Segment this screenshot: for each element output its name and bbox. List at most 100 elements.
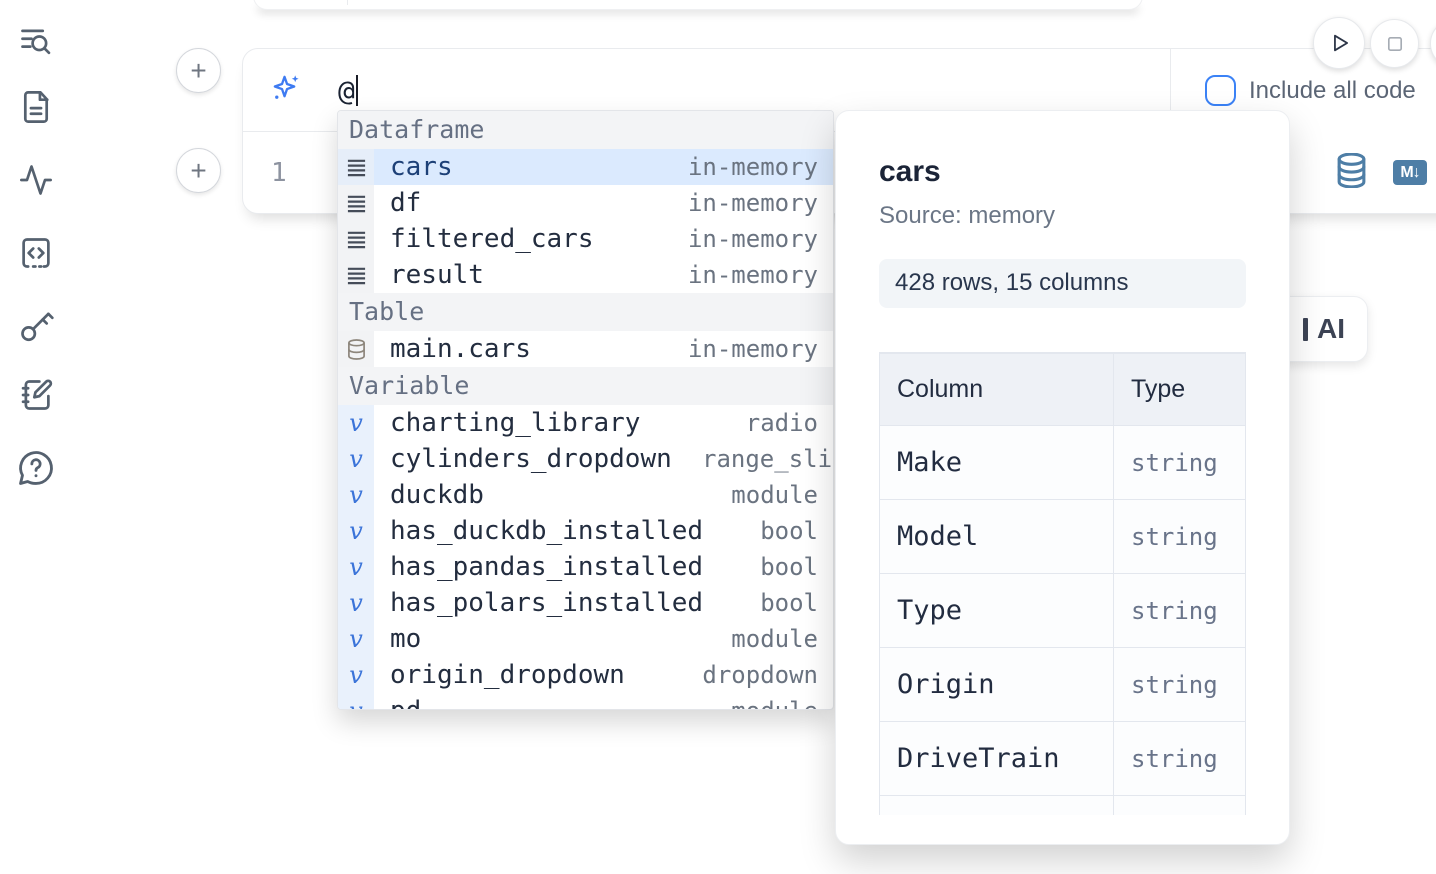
prompt-text: @ [338, 73, 355, 107]
variable-icon: v [338, 405, 374, 441]
run-button[interactable] [1313, 17, 1365, 69]
item-type: in-memory [687, 335, 818, 363]
dataframe-icon [338, 257, 374, 293]
item-type: module [731, 625, 818, 653]
section-header: Variable [338, 367, 833, 405]
variable-icon: v [338, 585, 374, 621]
schema-column-name: Model [879, 499, 1114, 574]
toc-search-icon[interactable] [17, 22, 55, 60]
include-all-code-checkbox[interactable] [1205, 75, 1236, 106]
variable-icon: v [338, 621, 374, 657]
item-type: radio [745, 409, 818, 437]
schema-header-type: Type [1113, 353, 1246, 426]
autocomplete-item[interactable]: v pd module [338, 693, 833, 709]
autocomplete-item[interactable]: v cylinders_dropdown range_slider [338, 441, 833, 477]
ai-composer: @ Include all code [243, 49, 1436, 132]
item-type: bool [760, 553, 818, 581]
schema-column-name: Make [879, 425, 1114, 500]
left-sidebar [0, 0, 72, 874]
autocomplete-item[interactable]: filtered_cars in-memory [338, 221, 833, 257]
autocomplete-item[interactable]: v charting_library radio [338, 405, 833, 441]
variable-icon: v [338, 513, 374, 549]
item-name: mo [390, 624, 422, 654]
item-name: cars [390, 152, 453, 182]
item-name: df [390, 188, 422, 218]
variable-icon: v [338, 441, 374, 477]
schema-column-type: string [1113, 647, 1246, 722]
autocomplete-item[interactable]: main.cars in-memory [338, 331, 833, 367]
item-type: bool [760, 589, 818, 617]
previous-cell-edge [253, 0, 1143, 10]
composer-options: Include all code [1171, 49, 1436, 132]
item-type: module [731, 697, 818, 709]
file-document-icon[interactable] [17, 88, 55, 126]
item-name: main.cars [390, 334, 531, 364]
clipped-letter [1303, 317, 1308, 341]
item-type: in-memory [687, 153, 818, 181]
schema-column-name: Origin [879, 647, 1114, 722]
item-type: in-memory [687, 225, 818, 253]
schema-header-column: Column [879, 353, 1114, 426]
preview-source: Source: memory [879, 202, 1056, 229]
dataframe-icon [338, 149, 374, 185]
autocomplete-item[interactable]: v has_duckdb_installed bool [338, 513, 833, 549]
key-icon[interactable] [17, 305, 55, 343]
item-type: range_slider [702, 445, 833, 473]
item-name: filtered_cars [390, 224, 594, 254]
schema-row-clipped [879, 795, 1246, 815]
item-name: has_polars_installed [390, 588, 704, 618]
item-name: cylinders_dropdown [390, 444, 672, 474]
preview-title: cars [879, 155, 941, 188]
variable-icon: v [338, 693, 374, 709]
line-number: 1 [271, 157, 287, 188]
autocomplete-item[interactable]: v has_pandas_installed bool [338, 549, 833, 585]
add-cell-above-button[interactable]: + [176, 48, 221, 93]
database-icon[interactable] [1335, 151, 1368, 193]
ai-sparkle-icon [270, 72, 301, 108]
item-name: origin_dropdown [390, 660, 625, 690]
notebook-pen-icon[interactable] [17, 376, 55, 414]
schema-column-name: DriveTrain [879, 721, 1114, 796]
markdown-icon[interactable]: M↓ [1393, 160, 1427, 185]
stop-button[interactable] [1370, 19, 1419, 68]
code-snippet-icon[interactable] [17, 234, 55, 272]
item-name: pd [390, 696, 421, 709]
add-cell-below-button[interactable]: + [176, 148, 221, 193]
section-header: Table [338, 293, 833, 331]
schema-column-type: string [1113, 721, 1246, 796]
autocomplete-item[interactable]: df in-memory [338, 185, 833, 221]
activity-icon[interactable] [17, 161, 55, 199]
variable-icon: v [338, 549, 374, 585]
item-type: in-memory [687, 189, 818, 217]
table-icon [338, 331, 374, 367]
autocomplete-item[interactable]: v has_polars_installed bool [338, 585, 833, 621]
dataframe-icon [338, 185, 374, 221]
include-all-code-label: Include all code [1249, 76, 1416, 104]
item-type: bool [760, 517, 818, 545]
variable-icon: v [338, 477, 374, 513]
schema-column-type: string [1113, 573, 1246, 648]
item-name: has_pandas_installed [390, 552, 704, 582]
autocomplete-item[interactable]: cars in-memory [338, 149, 833, 185]
item-type: module [731, 481, 818, 509]
code-editor-row[interactable]: 1 M↓ [243, 132, 1436, 213]
shape-badge: 428 rows, 15 columns [879, 259, 1246, 308]
dataframe-preview-panel: cars Source: memory 428 rows, 15 columns… [835, 110, 1290, 845]
item-name: charting_library [390, 408, 641, 438]
item-type: in-memory [687, 261, 818, 289]
schema-column-type: string [1113, 499, 1246, 574]
item-name: duckdb [390, 480, 484, 510]
item-name: has_duckdb_installed [390, 516, 704, 546]
text-cursor [355, 74, 358, 106]
help-chat-icon[interactable] [17, 449, 55, 487]
